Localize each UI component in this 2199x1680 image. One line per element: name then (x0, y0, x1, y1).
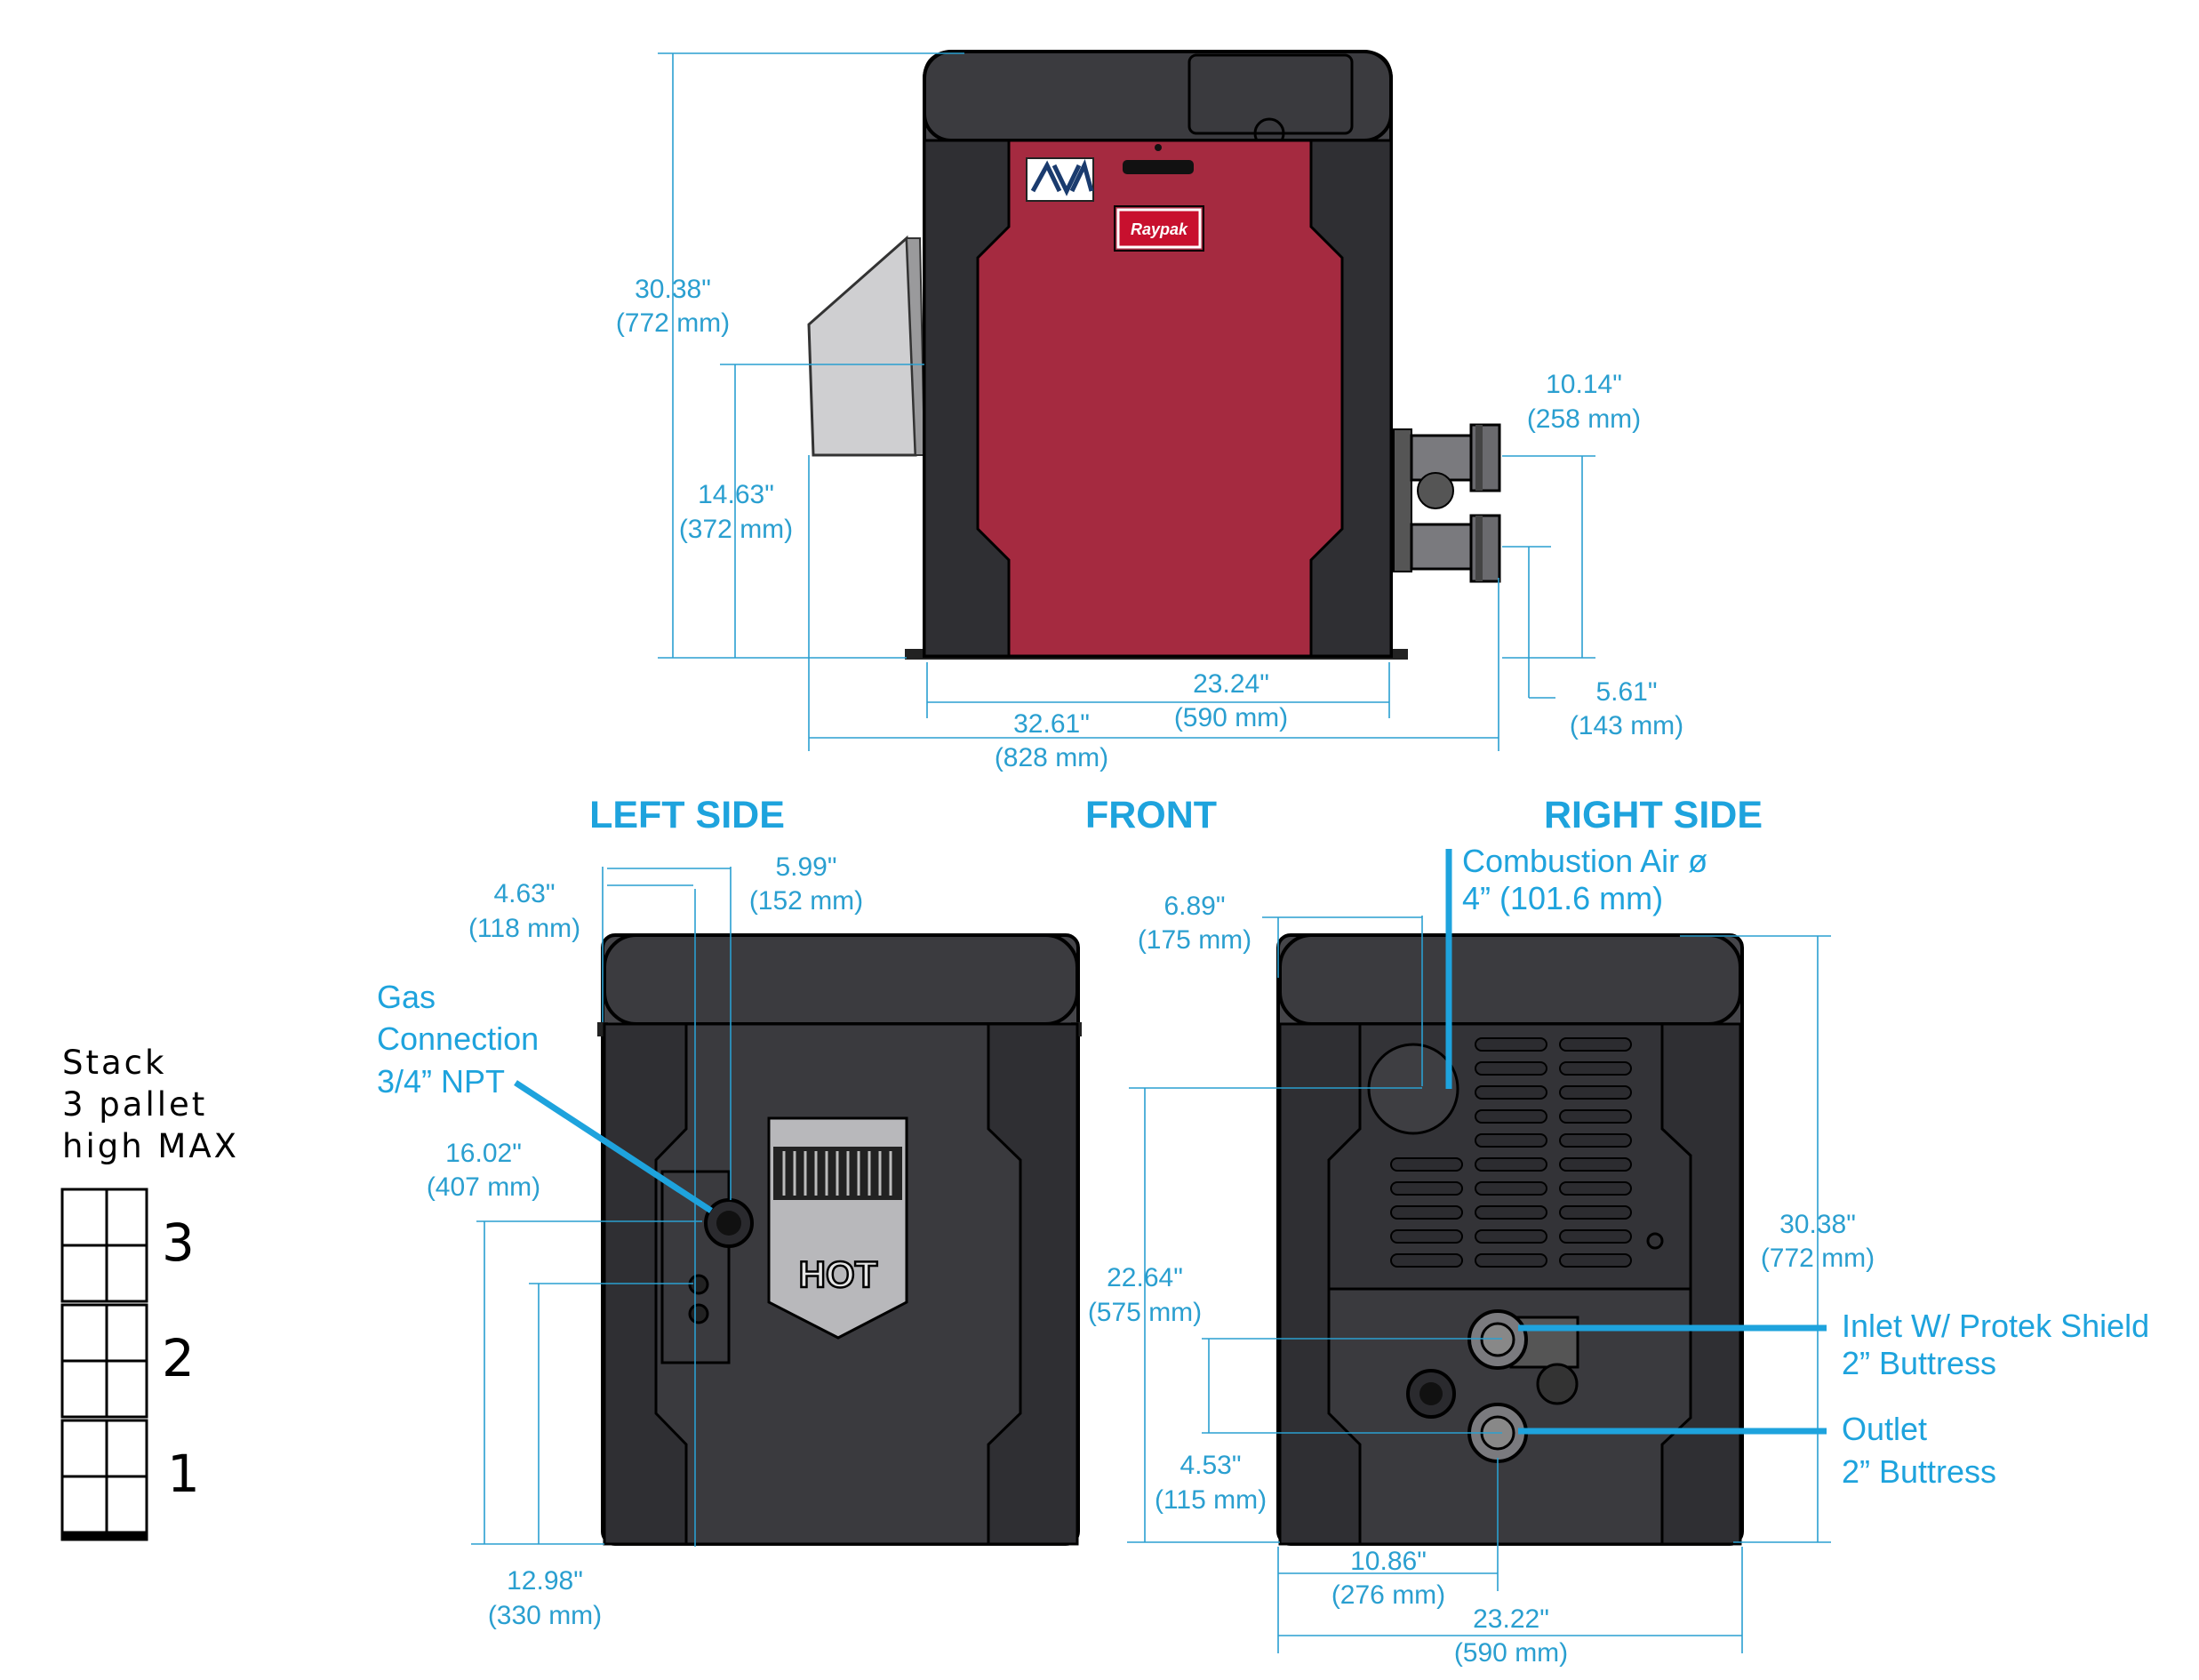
svg-text:4.63": 4.63" (493, 879, 555, 908)
hot-warning-plate: HOT (767, 1116, 908, 1340)
svg-text:(258 mm): (258 mm) (1527, 404, 1641, 434)
svg-text:2: 2 (162, 1328, 195, 1388)
vent-grille (1390, 1037, 1632, 1268)
svg-text:23.24": 23.24" (1193, 669, 1269, 699)
svg-text:(772 mm): (772 mm) (1761, 1244, 1875, 1273)
combustion-air-inlet (1367, 1043, 1459, 1135)
svg-text:12.98": 12.98" (507, 1566, 583, 1596)
svg-text:(828 mm): (828 mm) (995, 743, 1108, 772)
svg-text:(407 mm): (407 mm) (427, 1172, 540, 1202)
combustion-air-callout: Combustion Air ø 4” (101.6 mm) (1445, 843, 1707, 1089)
top-access-cover (1187, 53, 1354, 135)
svg-text:(372 mm): (372 mm) (679, 515, 793, 544)
svg-text:1: 1 (167, 1444, 200, 1504)
svg-text:32.61": 32.61" (1013, 709, 1090, 739)
right-side-dimensions: 6.89" (175 mm) 22.64" (575 mm) 4.53" (11… (1088, 892, 1875, 1668)
handle-slot (1123, 160, 1194, 174)
avia-logo (1026, 157, 1094, 202)
heading-front: FRONT (1085, 794, 1217, 836)
svg-text:Combustion Air ø: Combustion Air ø (1462, 843, 1707, 879)
svg-text:3: 3 (162, 1212, 195, 1273)
svg-text:22.64": 22.64" (1107, 1263, 1183, 1292)
svg-text:(175 mm): (175 mm) (1138, 925, 1251, 955)
gas-connection-callout: Gas Connection 3/4” NPT (377, 979, 713, 1213)
svg-text:(330 mm): (330 mm) (488, 1601, 602, 1630)
svg-text:(115 mm): (115 mm) (1155, 1485, 1267, 1515)
raypak-badge: Raypak (1114, 205, 1204, 252)
svg-text:30.38": 30.38" (1779, 1210, 1856, 1239)
heading-left-side: LEFT SIDE (589, 794, 785, 836)
vent-hood (807, 235, 917, 457)
svg-text:(772 mm): (772 mm) (616, 308, 730, 338)
svg-text:high MAX: high MAX (62, 1127, 239, 1165)
svg-text:2” Buttress: 2” Buttress (1842, 1453, 1996, 1490)
svg-text:HOT: HOT (799, 1253, 878, 1295)
svg-text:(152 mm): (152 mm) (749, 886, 863, 916)
left-side-heater: HOT (597, 933, 1082, 1546)
stack-legend: Stack 3 pallet high MAX 3 2 1 (60, 1044, 239, 1541)
svg-text:6.89": 6.89" (1163, 892, 1225, 921)
svg-text:14.63": 14.63" (698, 480, 774, 509)
pallet-stack (60, 1188, 148, 1541)
svg-text:5.61": 5.61" (1595, 677, 1657, 707)
svg-text:3 pallet: 3 pallet (62, 1085, 207, 1124)
right-side-heater (1276, 933, 1744, 1546)
front-red-panel (976, 139, 1344, 658)
svg-text:Raypak: Raypak (1131, 220, 1188, 238)
svg-text:10.86": 10.86" (1350, 1547, 1427, 1576)
svg-text:3/4” NPT: 3/4” NPT (377, 1063, 505, 1100)
svg-text:Outlet: Outlet (1842, 1411, 1927, 1447)
svg-text:30.38": 30.38" (635, 275, 711, 304)
svg-text:Gas: Gas (377, 979, 436, 1015)
front-view-dimensions: 30.38" (772 mm) 14.63" (372 mm) 10.14" (… (616, 52, 1683, 772)
heading-right-side: RIGHT SIDE (1544, 794, 1763, 836)
front-view-heater: Raypak (807, 50, 1501, 660)
svg-text:4” (101.6 mm): 4” (101.6 mm) (1462, 880, 1663, 916)
svg-text:(575 mm): (575 mm) (1088, 1298, 1202, 1327)
svg-text:(590 mm): (590 mm) (1174, 703, 1288, 732)
svg-text:10.14": 10.14" (1546, 370, 1622, 399)
svg-text:(118 mm): (118 mm) (468, 914, 580, 943)
outlet-callout: Outlet 2” Buttress (1518, 1411, 1996, 1490)
svg-text:Connection: Connection (377, 1020, 539, 1057)
left-side-dimensions: 4.63" (118 mm) 5.99" (152 mm) 16.02" (40… (427, 852, 863, 1630)
svg-text:4.53": 4.53" (1179, 1451, 1241, 1480)
svg-text:(590 mm): (590 mm) (1454, 1638, 1568, 1668)
svg-text:23.22": 23.22" (1473, 1604, 1549, 1634)
svg-text:Stack: Stack (62, 1044, 166, 1082)
inlet-callout: Inlet W/ Protek Shield 2” Buttress (1518, 1308, 2149, 1381)
svg-text:5.99": 5.99" (775, 852, 836, 882)
svg-text:(143 mm): (143 mm) (1570, 711, 1683, 740)
svg-text:16.02": 16.02" (445, 1139, 522, 1168)
svg-text:(276 mm): (276 mm) (1331, 1580, 1445, 1610)
svg-text:2” Buttress: 2” Buttress (1842, 1345, 1996, 1381)
svg-text:Inlet W/ Protek Shield: Inlet W/ Protek Shield (1842, 1308, 2149, 1344)
water-pipes (1393, 423, 1501, 583)
